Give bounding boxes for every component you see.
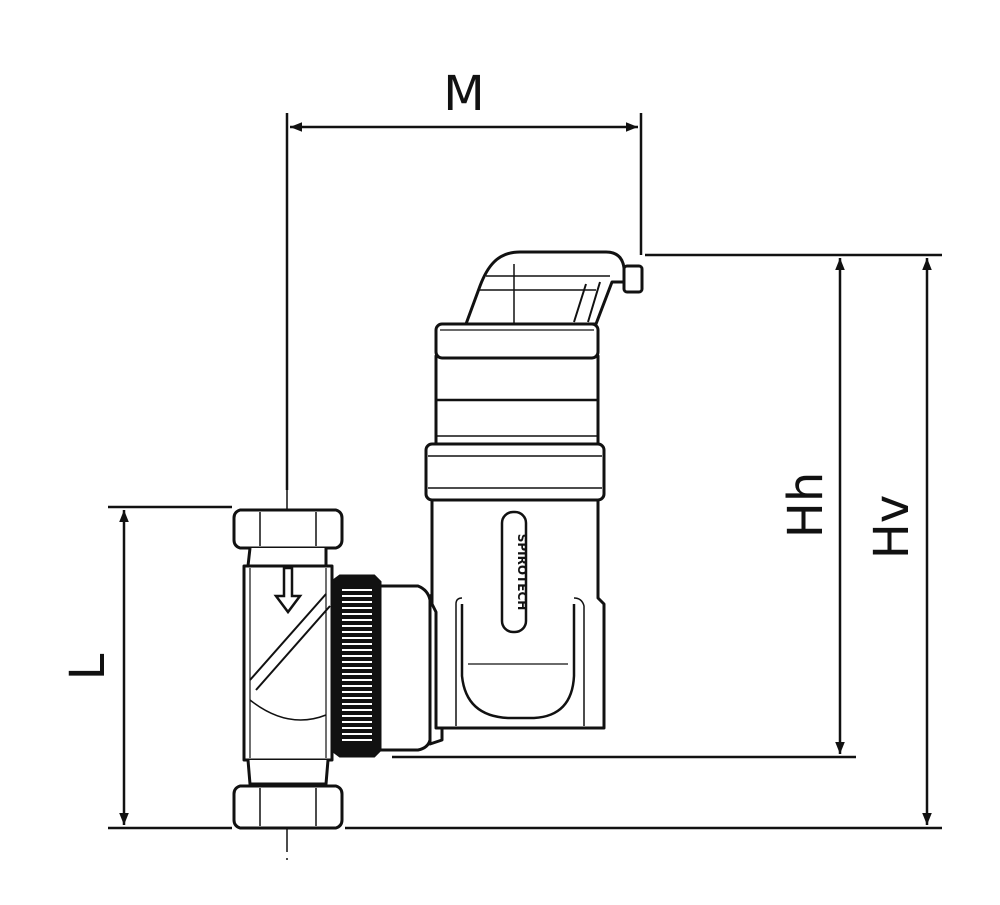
pipe-fitting — [232, 508, 344, 830]
air-separator: SPIROTECH — [424, 250, 644, 730]
separator-top-cap — [434, 322, 600, 360]
top-union-nut — [232, 508, 344, 550]
dimension-lines — [108, 113, 942, 830]
separator-collar — [424, 442, 606, 502]
brand-plate — [500, 510, 528, 634]
brand-label: SPIROTECH — [515, 534, 529, 611]
l-label: L — [60, 653, 116, 680]
fitting-body — [242, 564, 334, 762]
vent-nipple — [622, 264, 644, 294]
bottom-union-nut — [232, 784, 344, 830]
separator-bowl — [460, 604, 576, 720]
vent-housing — [464, 250, 626, 326]
m-label: M — [443, 66, 484, 122]
hh-label: Hh — [778, 472, 834, 539]
knurled-union-ring — [330, 574, 382, 758]
arrow-down-icon — [273, 566, 303, 615]
hv-label: Hv — [864, 495, 920, 560]
side-connector — [378, 584, 444, 752]
internal-baffle — [249, 593, 331, 691]
